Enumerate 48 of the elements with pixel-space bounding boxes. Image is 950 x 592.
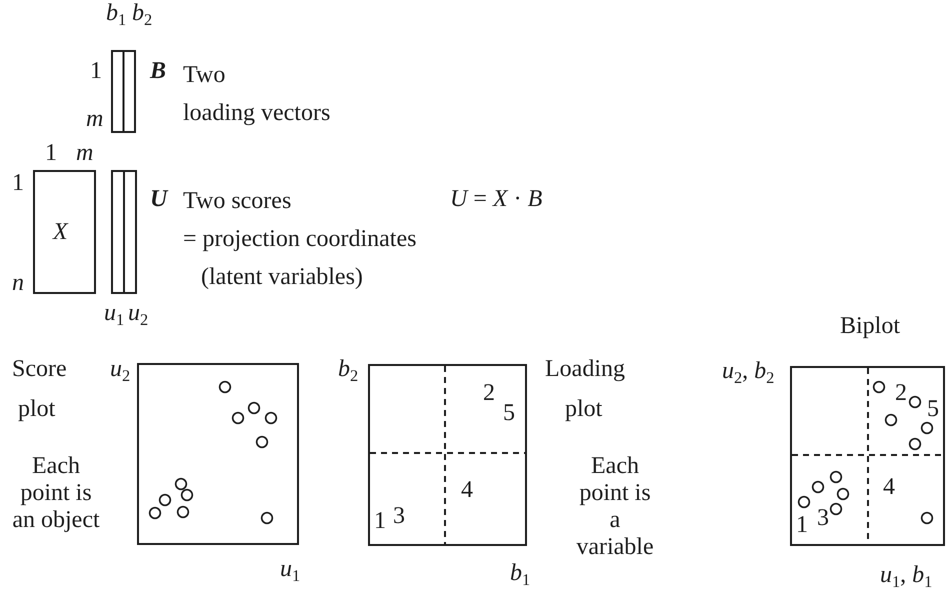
annotation-text: = projection coordinates	[183, 226, 416, 253]
matrix-symbol: B	[150, 58, 166, 85]
math-symbol: n	[12, 270, 24, 297]
matrix-symbol: U	[150, 186, 168, 213]
math-symbol: u$_{1}$	[104, 300, 124, 327]
point-number: 2	[895, 380, 907, 407]
annotation-text: Score	[12, 356, 67, 383]
point-number: 1	[796, 512, 808, 539]
math-symbol: b$_{2}$	[132, 0, 152, 27]
annotation-text: Each point is a variable	[575, 453, 655, 560]
point-number: 1	[374, 508, 386, 535]
point-number: 2	[483, 380, 495, 407]
math-symbol: U = X · B	[450, 186, 542, 213]
math-symbol: u$_{2}$	[110, 356, 130, 383]
annotation-text: Two	[183, 62, 226, 89]
annotation-text: Two scores	[183, 188, 292, 215]
annotation-text: plot	[565, 396, 602, 423]
math-symbol: b$_{2}$	[338, 356, 358, 383]
math-symbol: u$_{2}$, b$_{2}$	[722, 358, 774, 385]
point-number: 5	[927, 396, 939, 423]
math-symbol: b$_{1}$	[510, 560, 530, 587]
index-number: 1	[90, 58, 102, 85]
index-number: 1	[12, 170, 24, 197]
annotation-text: Biplot	[840, 313, 900, 340]
math-symbol: u$_{1}$, b$_{1}$	[880, 562, 932, 589]
plot-frame	[790, 366, 945, 546]
plot-frame	[137, 363, 299, 545]
point-number: 4	[461, 477, 473, 504]
math-symbol: b$_{1}$	[106, 0, 126, 27]
annotation-text: plot	[18, 396, 56, 423]
math-symbol: m	[86, 106, 104, 133]
annotation-text: Each point is an object	[11, 453, 101, 534]
index-number: 1	[45, 140, 57, 167]
math-symbol: u$_{2}$	[128, 300, 148, 327]
annotation-text: loading vectors	[183, 100, 330, 127]
point-number: 5	[503, 400, 515, 427]
plot-frame	[368, 364, 527, 546]
math-symbol: m	[76, 140, 94, 167]
matrix-symbol: X	[53, 219, 68, 246]
point-number: 4	[883, 474, 895, 501]
annotation-text: Loading	[545, 356, 625, 383]
matrix-box	[33, 170, 96, 294]
matrix-box	[111, 50, 136, 133]
point-number: 3	[393, 503, 405, 530]
point-number: 3	[817, 505, 829, 532]
annotation-text: (latent variables)	[201, 264, 363, 291]
math-symbol: u$_{1}$	[280, 556, 300, 583]
matrix-box	[111, 170, 137, 294]
